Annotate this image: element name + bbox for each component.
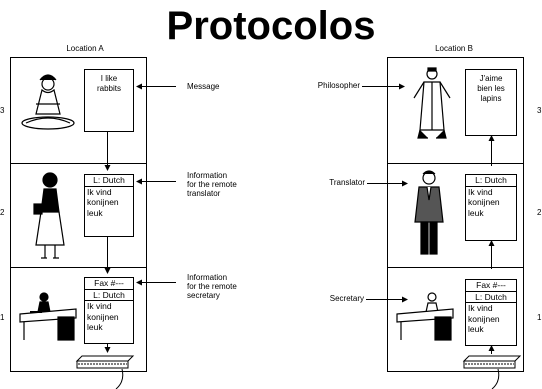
left-fax-language: L: Dutch	[85, 290, 133, 301]
page-title: Protocolos	[166, 4, 376, 48]
location-b-label: Location B	[435, 44, 473, 53]
left-translator-text: Ik vind konijnen leuk	[87, 186, 119, 218]
right-message-box: J'aime bien les lapins	[465, 69, 517, 136]
right-layer-3-number: 3	[537, 106, 542, 115]
left-layer-3-number: 3	[0, 106, 5, 115]
left-stack-frame	[10, 57, 147, 372]
left-philosopher-figure	[21, 74, 75, 130]
right-translator-box: L: Dutch Ik vind konijnen leuk	[465, 174, 517, 241]
left-layer-1-number: 1	[0, 313, 5, 322]
right-philosopher-figure	[413, 67, 451, 139]
right-translator-text: Ik vind konijnen leuk	[468, 186, 500, 218]
message-annotation: Message	[187, 82, 220, 91]
philosopher-label: Philosopher	[317, 81, 360, 90]
left-fax-box: Fax #--- L: Dutch Ik vind konijnen leuk	[84, 277, 134, 344]
right-fax-machine	[462, 355, 522, 369]
left-message-box: I like rabbits	[84, 69, 134, 132]
translator-info-annotation: Information for the remote translator	[187, 171, 237, 198]
left-translator-figure	[33, 172, 65, 259]
right-fax-language: L: Dutch	[466, 292, 516, 303]
right-secretary-figure	[396, 292, 454, 341]
right-fax-cable	[491, 368, 500, 389]
right-fax-number: Fax #---	[466, 280, 516, 292]
right-layer-1-number: 1	[537, 313, 542, 322]
right-translator-figure	[414, 170, 444, 255]
left-translator-language: L: Dutch	[85, 175, 133, 187]
secretary-info-annotation: Information for the remote secretary	[187, 273, 237, 300]
left-fax-text: Ik vind konijnen leuk	[87, 301, 119, 332]
left-secretary-figure	[19, 292, 77, 341]
right-translator-language: L: Dutch	[466, 175, 516, 187]
location-a-label: Location A	[66, 44, 104, 53]
left-layer-2-number: 2	[0, 208, 5, 217]
left-fax-number: Fax #---	[85, 278, 133, 290]
left-translator-box: L: Dutch Ik vind konijnen leuk	[84, 174, 134, 237]
left-fax-cable	[115, 368, 124, 389]
right-fax-text: Ik vind konijnen leuk	[468, 303, 500, 334]
right-fax-box: Fax #--- L: Dutch Ik vind konijnen leuk	[465, 279, 517, 346]
left-fax-machine	[75, 355, 135, 369]
secretary-label: Secretary	[329, 294, 364, 303]
right-layer-2-number: 2	[537, 208, 542, 217]
translator-label: Translator	[329, 178, 365, 187]
right-stack-frame	[387, 57, 524, 372]
